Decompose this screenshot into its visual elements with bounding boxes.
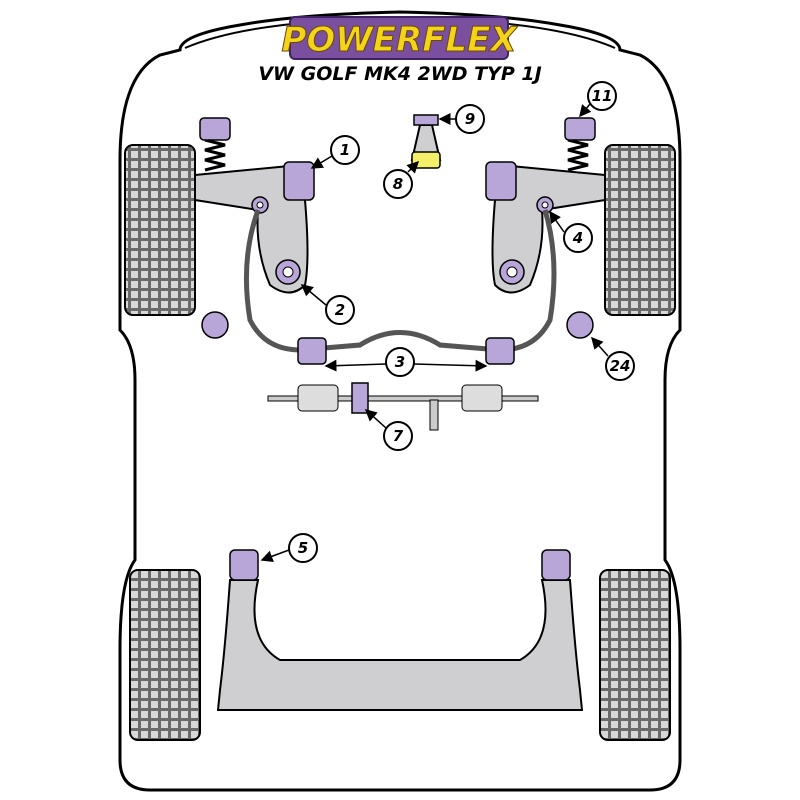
svg-text:4: 4 — [572, 229, 583, 247]
svg-text:1: 1 — [340, 141, 350, 159]
callout-11: 11 — [587, 81, 617, 111]
vehicle-title: VW GOLF MK4 2WD TYP 1J — [258, 63, 541, 85]
anti-roll-bar-bush-right — [485, 337, 515, 365]
svg-text:24: 24 — [610, 357, 631, 375]
front-right-wishbone — [485, 161, 606, 294]
rear-right-wheel — [599, 569, 671, 741]
callout-8: 8 — [383, 169, 413, 199]
powerflex-logo: POWERFLEX — [281, 16, 519, 61]
svg-text:8: 8 — [393, 175, 403, 193]
engine-mount — [410, 114, 442, 169]
subframe-bush-left — [201, 311, 229, 339]
callout-9: 9 — [455, 104, 485, 134]
steering-rack — [267, 382, 539, 431]
front-right-wheel — [604, 144, 676, 316]
front-left-wheel — [124, 144, 196, 316]
callout-2: 2 — [325, 295, 355, 325]
callout-3: 3 — [385, 347, 415, 377]
svg-text:3: 3 — [395, 353, 405, 371]
svg-text:11: 11 — [592, 87, 613, 105]
callout-5: 5 — [288, 533, 318, 563]
svg-text:POWERFLEX: POWERFLEX — [281, 20, 518, 60]
callout-1: 1 — [330, 135, 360, 165]
car-body-outline — [118, 10, 682, 792]
anti-roll-bar-bush-left — [297, 337, 327, 365]
svg-text:7: 7 — [393, 427, 404, 445]
svg-text:5: 5 — [298, 539, 308, 557]
front-left-wishbone — [194, 161, 315, 294]
leader-lines — [260, 103, 609, 562]
front-right-strut — [564, 117, 596, 172]
callout-4: 4 — [563, 223, 593, 253]
callout-7: 7 — [383, 421, 413, 451]
subframe-bush-right — [566, 311, 594, 339]
svg-text:9: 9 — [465, 110, 475, 128]
callout-24: 24 — [605, 351, 635, 381]
svg-text:2: 2 — [335, 301, 345, 319]
front-left-strut — [199, 117, 231, 172]
rear-axle-beam — [216, 549, 584, 711]
rear-left-wheel — [129, 569, 201, 741]
anti-roll-bar — [243, 209, 557, 353]
